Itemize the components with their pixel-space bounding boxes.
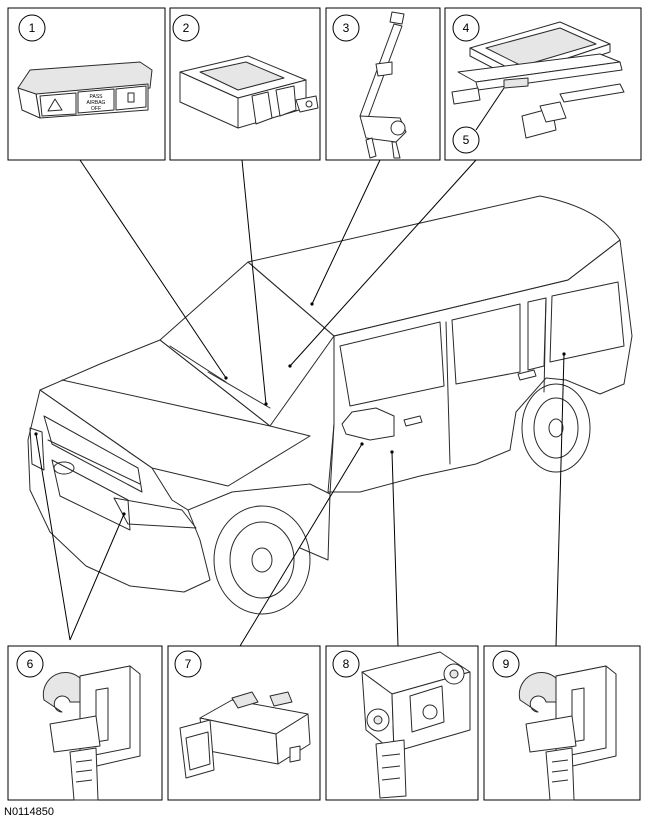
callout-number-6: 6 <box>27 657 34 671</box>
callout-number-5: 5 <box>463 133 470 147</box>
figure-id: N0114850 <box>4 806 54 818</box>
callout-panel-2: 2 <box>169 7 321 161</box>
callout-panel-8: 8 <box>325 645 479 801</box>
leader-7 <box>239 443 363 647</box>
leader-6-a <box>35 433 71 641</box>
callout-number-7: 7 <box>185 657 192 671</box>
switch-label-line-1: PASS <box>90 94 104 100</box>
leader-2 <box>241 159 267 405</box>
passenger-airbag-deactivation-switch: PASS AIRBAG OFF <box>17 61 153 119</box>
leader-5 <box>475 81 509 131</box>
seat-track-position-sensor <box>451 21 625 139</box>
leader-1 <box>79 159 227 379</box>
leader-8 <box>391 451 399 647</box>
restraint-control-module <box>179 55 319 129</box>
seat-belt-assembly <box>359 11 407 159</box>
vehicle-outline <box>27 195 633 615</box>
callout-panel-3: 3 <box>325 7 441 161</box>
leader-4 <box>289 159 477 367</box>
callout-panel-7: 7 <box>167 645 321 801</box>
callout-panel-4: 4 5 <box>444 7 642 161</box>
callout-panel-9: 9 <box>483 645 641 801</box>
callout-panel-6: 6 <box>7 645 163 801</box>
callout-number-2: 2 <box>183 21 190 35</box>
callout-number-3: 3 <box>343 21 350 35</box>
leader-9 <box>555 353 565 647</box>
callout-number-9: 9 <box>503 657 510 671</box>
callout-number-4: 4 <box>463 21 470 35</box>
door-pressure-sensor <box>361 651 471 799</box>
leader-lines <box>34 159 566 647</box>
front-impact-sensor-right <box>518 665 617 801</box>
side-impact-sensor <box>179 691 311 779</box>
callout-number-8: 8 <box>343 657 350 671</box>
leader-6-b <box>69 513 125 641</box>
switch-label-line-3: OFF <box>91 106 101 112</box>
leader-3 <box>311 159 381 305</box>
callout-panel-1: 1 PASS AIRBAG OFF <box>7 7 166 161</box>
callout-number-1: 1 <box>29 21 36 35</box>
switch-label-line-2: AIRBAG <box>87 100 106 106</box>
front-impact-sensor-left <box>42 665 141 801</box>
